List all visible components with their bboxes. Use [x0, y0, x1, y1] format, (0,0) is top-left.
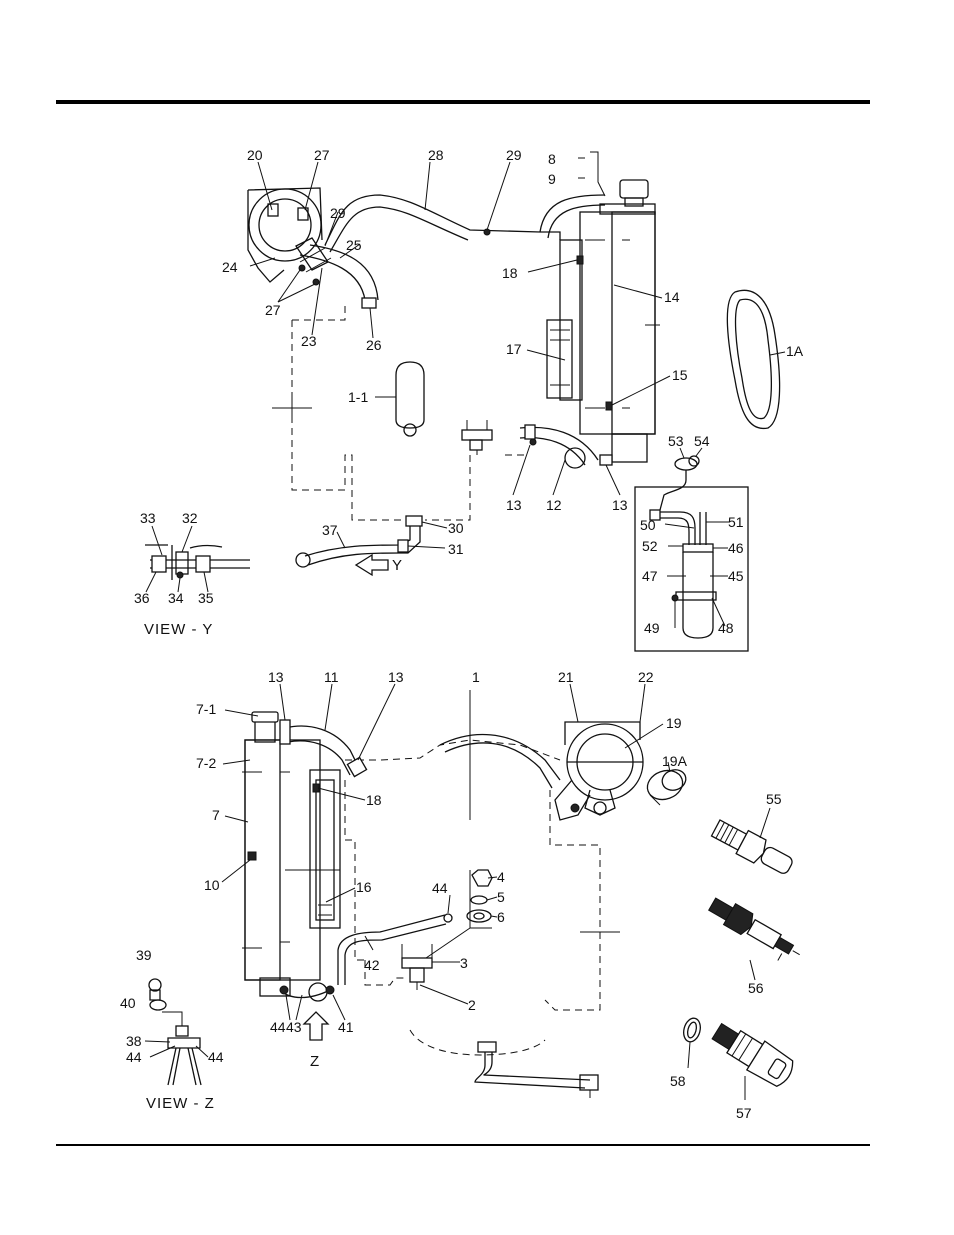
- sensor-55: [710, 817, 796, 879]
- callout-37: 37: [322, 522, 338, 538]
- lower-radiator: [242, 712, 340, 996]
- callout-50: 50: [640, 517, 656, 533]
- callout-39: 39: [136, 947, 152, 963]
- callout-13: 13: [506, 497, 522, 513]
- header-rule: [56, 100, 870, 104]
- callout-26: 26: [366, 337, 382, 353]
- callout-42: 42: [364, 957, 380, 973]
- callout-45: 45: [728, 568, 744, 584]
- footer-rule: [56, 1144, 870, 1146]
- callout-13: 13: [612, 497, 628, 513]
- callout-55: 55: [766, 791, 782, 807]
- callout-44: 44: [270, 1019, 286, 1035]
- callout-4: 4: [497, 869, 505, 885]
- callout-7-2: 7-2: [196, 755, 216, 771]
- callout-44: 44: [126, 1049, 142, 1065]
- view-y-caption: VIEW - Y: [144, 621, 213, 638]
- callout-22: 22: [638, 669, 654, 685]
- callout-29: 29: [330, 205, 346, 221]
- callout-44: 44: [432, 880, 448, 896]
- callout-7-1: 7-1: [196, 701, 216, 717]
- callout-20: 20: [247, 147, 263, 163]
- upper-assembly: [145, 152, 785, 651]
- callout-35: 35: [198, 590, 214, 606]
- callout-6: 6: [497, 909, 505, 925]
- callout-3: 3: [460, 955, 468, 971]
- callout-19A: 19A: [662, 753, 688, 769]
- callout-32: 32: [182, 510, 198, 526]
- callout-5: 5: [497, 889, 505, 905]
- callout-15: 15: [672, 367, 688, 383]
- callout-23: 23: [301, 333, 317, 349]
- upper-radiator: [580, 180, 660, 462]
- callout-14: 14: [664, 289, 680, 305]
- arrow-y-label: Y: [392, 557, 403, 574]
- callout-16: 16: [356, 879, 372, 895]
- lower-air-cleaner: [555, 722, 689, 820]
- upper-intercooler: [540, 232, 583, 400]
- view-z-caption: VIEW - Z: [146, 1095, 215, 1112]
- callout-51: 51: [728, 514, 744, 530]
- callout-48: 48: [718, 620, 734, 636]
- callout-46: 46: [728, 540, 744, 556]
- callout-13: 13: [268, 669, 284, 685]
- callout-8: 8: [548, 151, 556, 167]
- callout-18: 18: [502, 265, 518, 281]
- callout-10: 10: [204, 877, 220, 893]
- sensor-56: [704, 894, 805, 969]
- callout-56: 56: [748, 980, 764, 996]
- arrow-z-label: Z: [310, 1053, 320, 1070]
- callout-9: 9: [548, 171, 556, 187]
- callout-17: 17: [506, 341, 522, 357]
- bolt-washer-set: [467, 870, 492, 928]
- callout-19: 19: [666, 715, 682, 731]
- callout-38: 38: [126, 1033, 142, 1049]
- callout-54: 54: [694, 433, 710, 449]
- callout-24: 24: [222, 259, 238, 275]
- callout-36: 36: [134, 590, 150, 606]
- callout-31: 31: [448, 541, 464, 557]
- callout-43: 43: [286, 1019, 302, 1035]
- callout-53: 53: [668, 433, 684, 449]
- upper-leader-lines: [146, 152, 785, 628]
- fuel-filter-1-1: [396, 362, 424, 436]
- callout-13: 13: [388, 669, 404, 685]
- callout-30: 30: [448, 520, 464, 536]
- o-ring-58: [681, 1016, 703, 1043]
- callout-52: 52: [642, 538, 658, 554]
- fan-belt-1A: [727, 290, 779, 428]
- view-z-detail: [149, 979, 201, 1085]
- callout-25: 25: [346, 237, 362, 253]
- callout-1: 1: [472, 669, 480, 685]
- callout-40: 40: [120, 995, 136, 1011]
- callout-27: 27: [314, 147, 330, 163]
- callout-41: 41: [338, 1019, 354, 1035]
- callout-33: 33: [140, 510, 156, 526]
- callout-7: 7: [212, 807, 220, 823]
- callout-28: 28: [428, 147, 444, 163]
- callout-1A: 1A: [786, 343, 804, 359]
- callout-18: 18: [366, 792, 382, 808]
- callout-49: 49: [644, 620, 660, 636]
- callout-58: 58: [670, 1073, 686, 1089]
- callout-34: 34: [168, 590, 184, 606]
- callout-12: 12: [546, 497, 562, 513]
- lower-assembly: [145, 684, 806, 1100]
- callout-labels: 20 27 28 29 8 9 29 25 24 27 23 26 18 14 …: [120, 147, 804, 1121]
- callout-27: 27: [265, 302, 281, 318]
- callout-21: 21: [558, 669, 574, 685]
- callout-57: 57: [736, 1105, 752, 1121]
- callout-29: 29: [506, 147, 522, 163]
- callout-11: 11: [324, 669, 339, 685]
- upper-air-cleaner: [248, 188, 328, 285]
- lower-intercooler: [310, 770, 340, 928]
- callout-1-1: 1-1: [348, 389, 368, 405]
- callout-44: 44: [208, 1049, 224, 1065]
- callout-2: 2: [468, 997, 476, 1013]
- sensor-57: [708, 1017, 798, 1091]
- callout-47: 47: [642, 568, 658, 584]
